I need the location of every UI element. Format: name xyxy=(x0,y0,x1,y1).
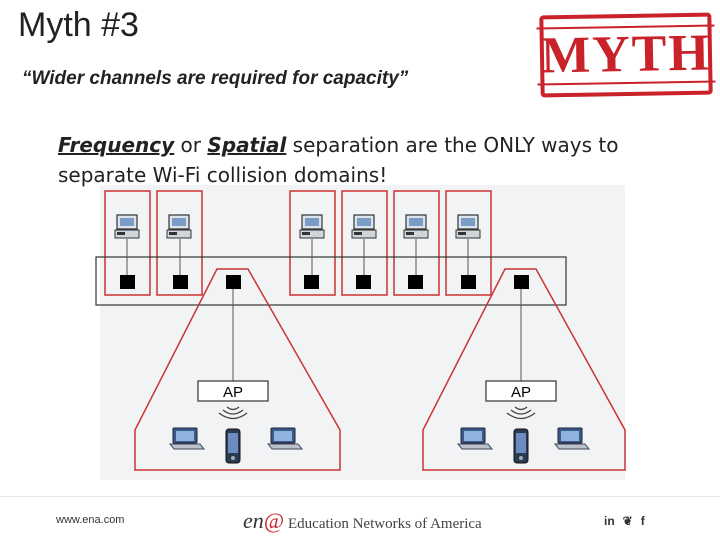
wifi-signal-icon xyxy=(218,406,248,420)
smartphone-icon xyxy=(225,428,241,464)
twitter-icon[interactable]: ❦ xyxy=(622,514,633,528)
body-connector: or xyxy=(174,133,208,157)
switch-port xyxy=(226,275,241,289)
switch-port xyxy=(514,275,529,289)
linkedin-icon[interactable]: in xyxy=(604,514,615,528)
body-rest: separation are the ONLY ways to separate… xyxy=(58,133,619,187)
ena-logo: en@Education Networks of America xyxy=(243,508,482,534)
wired-domain-box xyxy=(393,190,440,296)
ena-logo-mark: en@ xyxy=(243,508,284,533)
slide-subtitle: “Wider channels are required for capacit… xyxy=(22,68,409,89)
network-switch xyxy=(95,256,567,306)
wifi-signal-icon xyxy=(506,406,536,420)
myth-stamp-logo: MYTH xyxy=(536,12,716,98)
access-point-right xyxy=(485,380,557,402)
emphasis-spatial: Spatial xyxy=(207,133,287,157)
desktop-computer-icon xyxy=(403,214,429,239)
ap-collision-domain-outline xyxy=(134,268,341,471)
logo-mark-letters: en xyxy=(243,508,264,533)
wired-domain-box xyxy=(289,190,336,296)
ap-collision-domain-outline xyxy=(422,268,626,471)
switch-port xyxy=(304,275,319,289)
wired-domain-box xyxy=(445,190,492,296)
desktop-computer-icon xyxy=(166,214,192,239)
desktop-computer-icon xyxy=(455,214,481,239)
switch-port xyxy=(173,275,188,289)
smartphone-icon xyxy=(513,428,529,464)
collision-domain-diagram: AP AP xyxy=(95,185,626,480)
wired-domain-box xyxy=(156,190,203,296)
access-point-left xyxy=(197,380,269,402)
footer-url-link[interactable]: www.ena.com xyxy=(56,514,125,526)
switch-port xyxy=(356,275,371,289)
footer-divider xyxy=(0,496,720,497)
body-text: Frequency or Spatial separation are the … xyxy=(58,130,698,190)
switch-port xyxy=(408,275,423,289)
wired-domain-box xyxy=(104,190,151,296)
switch-port xyxy=(120,275,135,289)
facebook-icon[interactable]: f xyxy=(640,514,645,528)
logo-mark-at: @ xyxy=(263,508,285,533)
social-links: in ❦ f xyxy=(604,514,645,528)
slide-title: Myth #3 xyxy=(18,6,139,44)
desktop-computer-icon xyxy=(299,214,325,239)
myth-stamp-text: MYTH xyxy=(536,24,716,86)
wired-domain-box xyxy=(341,190,388,296)
ena-logo-text: Education Networks of America xyxy=(288,516,482,532)
emphasis-frequency: Frequency xyxy=(58,133,175,157)
desktop-computer-icon xyxy=(351,214,377,239)
ap-label: AP xyxy=(223,384,243,401)
desktop-computer-icon xyxy=(114,214,140,239)
switch-port xyxy=(461,275,476,289)
ap-label: AP xyxy=(511,384,531,401)
